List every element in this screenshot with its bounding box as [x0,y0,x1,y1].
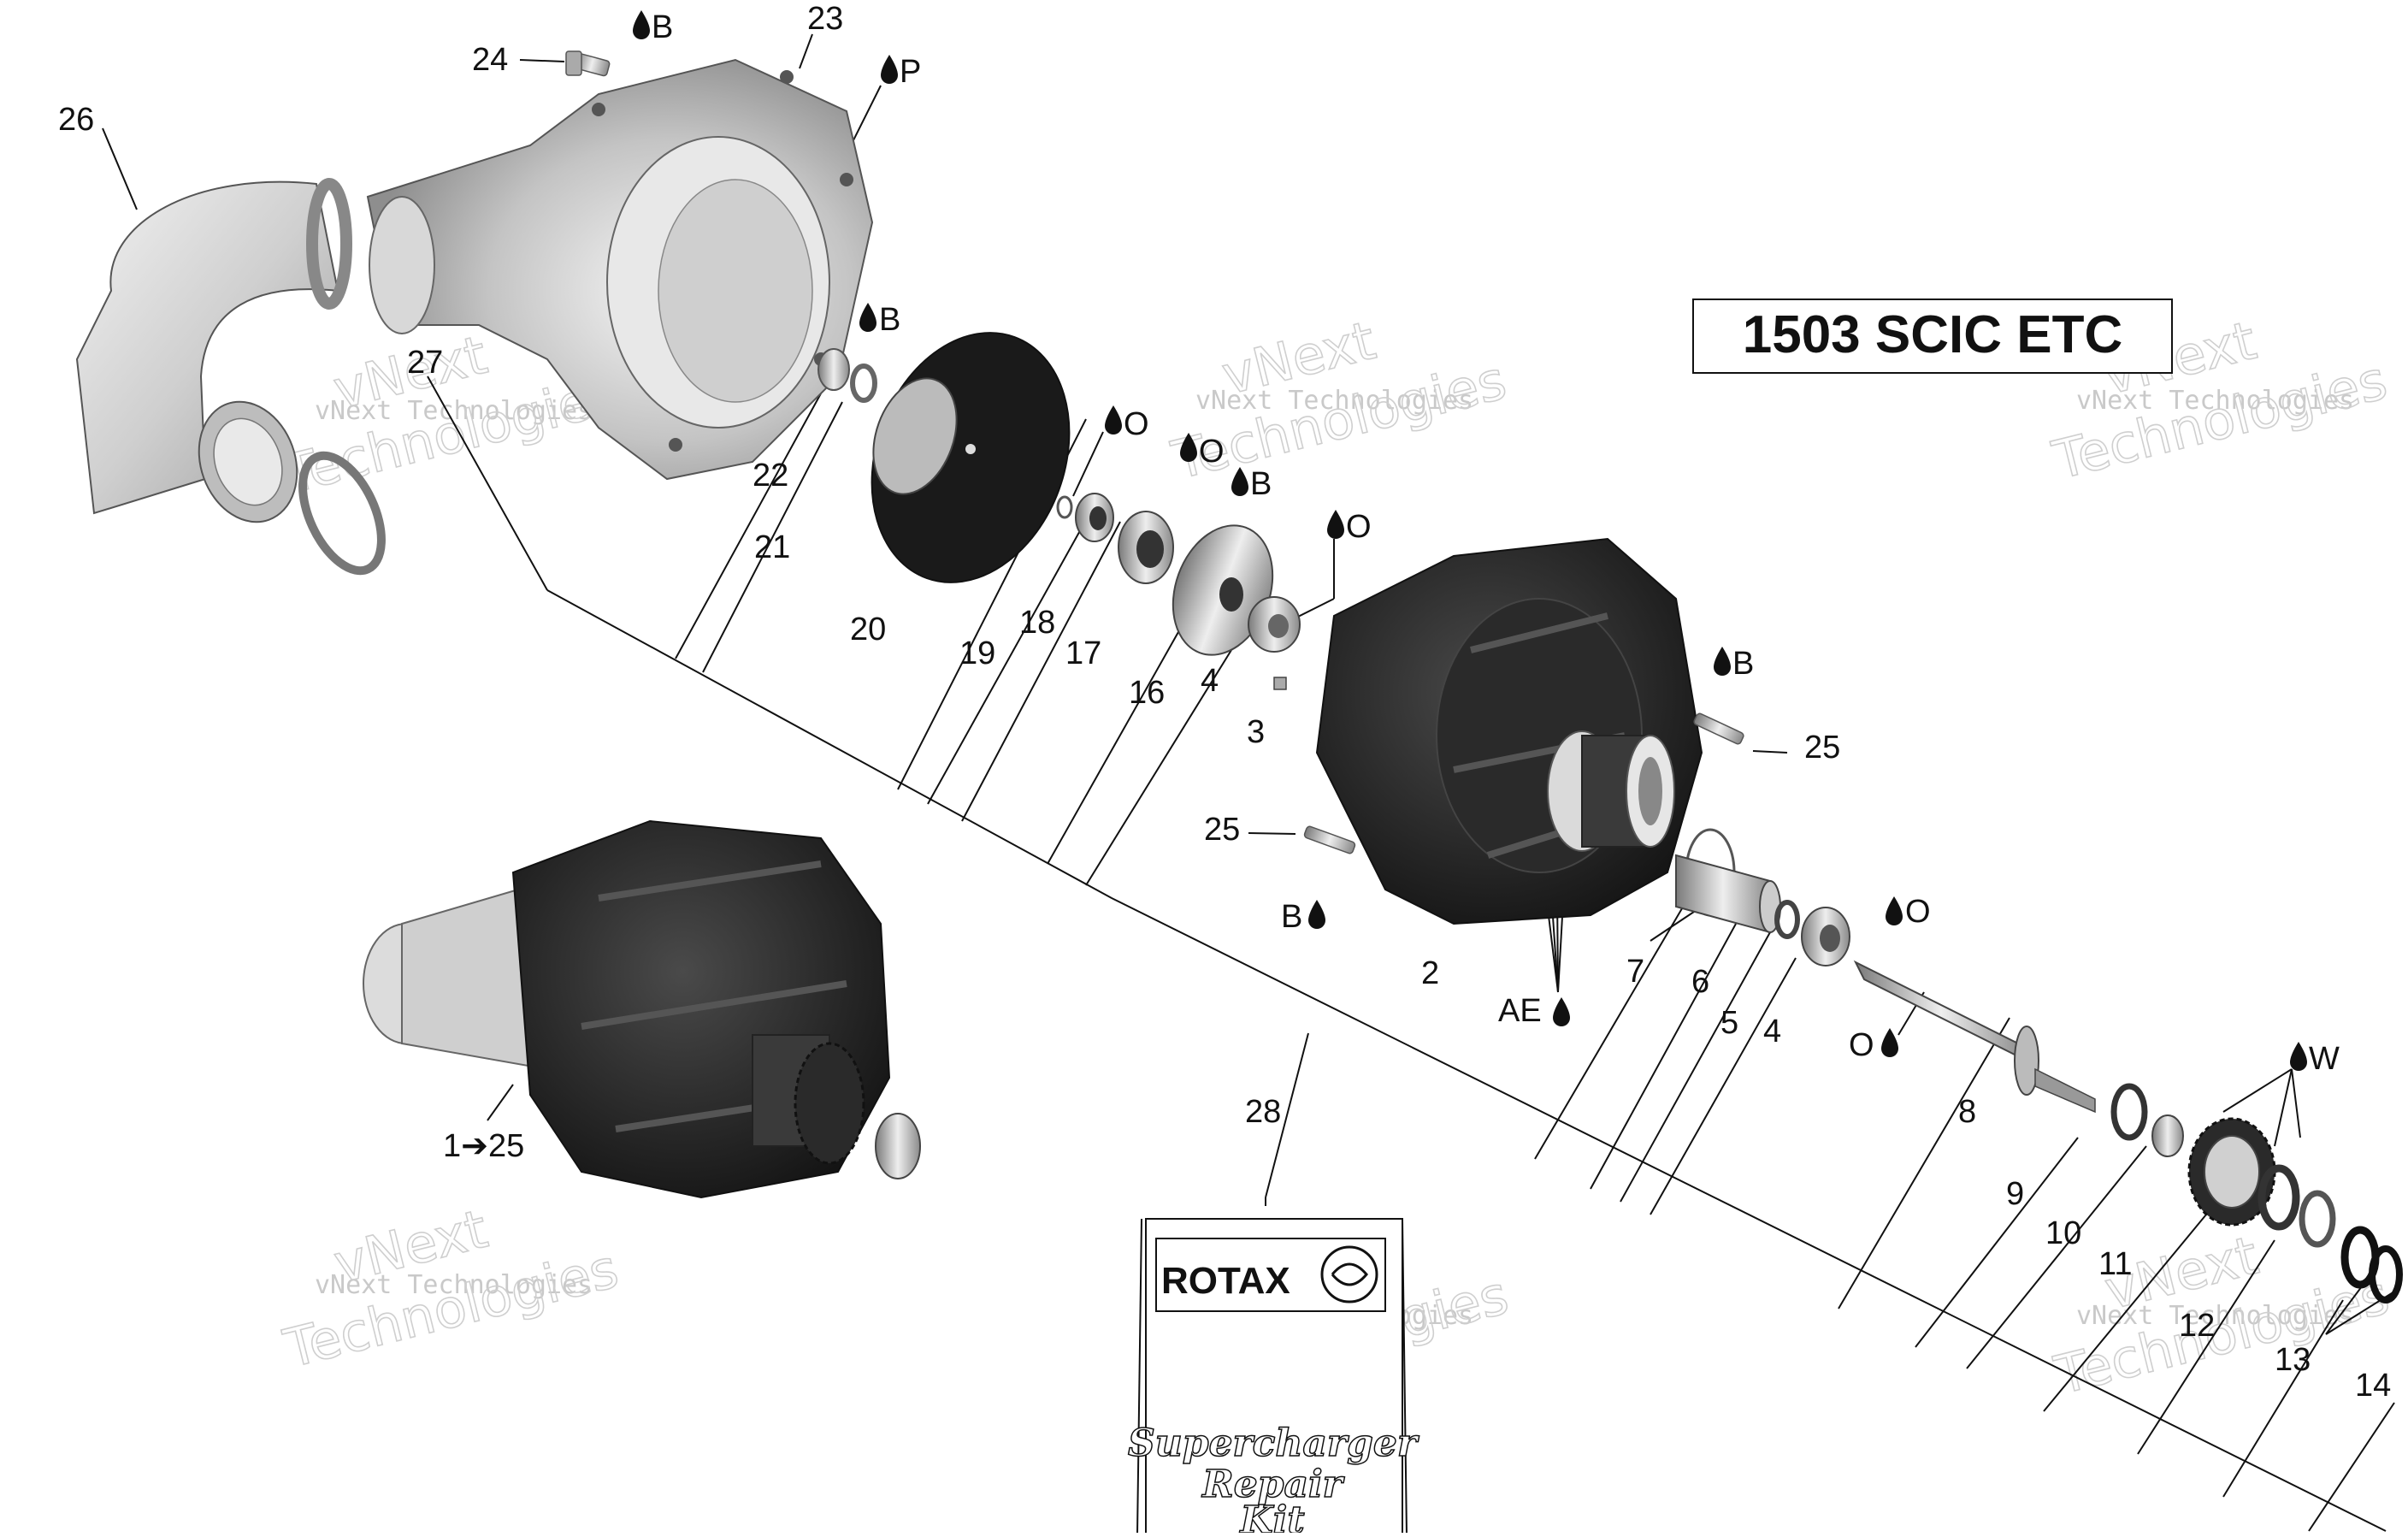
lube-code: B [879,302,900,338]
part-label: 25 [1804,730,1840,766]
part-3-pin [1273,677,1287,690]
model-title-text: 1503 SCIC ETC [1743,305,2123,364]
watermark-text: vNext Technologies [315,1270,593,1300]
lube-code: B [652,9,673,45]
lube-code: O [1905,894,1931,930]
part-25-bolt [1693,712,1744,745]
part-number-labels: 1➔25 2 3 4 4 5 6 7 8 9 10 11 12 13 14 16… [58,1,2391,1404]
watermark-text: vNext Technologies [2076,386,2354,416]
part-4-bearing [1248,596,1301,653]
part-label: 14 [2355,1368,2391,1404]
part-label: 19 [959,635,995,671]
part-label: 28 [1245,1094,1281,1130]
lube-code: O [1124,406,1149,442]
part-label: 25 [1204,812,1240,848]
part-label: 12 [2179,1308,2215,1344]
brand-logo-icon [1320,1245,1378,1303]
lube-code: P [900,54,921,90]
part-22-bearing [817,348,850,391]
lube-code: B [1281,899,1302,935]
part-label: 10 [2045,1215,2081,1251]
lube-code: B [1732,646,1754,682]
part-label: 24 [472,42,508,78]
part-label: 18 [1019,605,1055,641]
lube-code: O [1849,1027,1874,1063]
part-5-washer [1774,900,1800,939]
lube-code: AE [1498,993,1542,1029]
part-6-sleeve [1675,854,1781,934]
kit-line: Supercharger [1128,1422,1419,1465]
part-20-impeller [871,332,1071,583]
part-label: 17 [1065,635,1101,671]
part-18-spacer [1075,493,1114,542]
part-24-bolt [565,50,611,77]
part-label: 1➔25 [443,1128,524,1164]
part-label: 8 [1958,1094,1976,1130]
part-23-supercharger-cover [366,58,874,481]
part-17-bearing [1118,511,1174,584]
part-label: 13 [2275,1342,2311,1378]
part-10-sleeve [2151,1114,2184,1157]
part-label: 3 [1247,714,1265,750]
oil-drop-icon [633,10,2307,1071]
kit-line: Repair [1201,1463,1345,1506]
leader-lines [102,33,2395,1532]
part-19-o-ring [1056,495,1073,519]
part-label: 27 [407,345,443,381]
lube-code: W [2309,1041,2340,1077]
part-9-ring [2110,1083,2148,1141]
kit-line: Kit [1238,1499,1304,1533]
part-26-elbow-hose [75,178,386,576]
lube-code: O [1199,434,1225,470]
watermark-text: vNext Technologies [315,396,593,426]
part-11-gear [2187,1117,2276,1227]
lube-code: O [1346,509,1372,545]
watermark-text: vNext Technologies [1195,386,1473,416]
part-12-washer [2258,1164,2336,1248]
part-label: 7 [1626,954,1644,990]
part-label: 2 [1421,955,1439,991]
part-label: 26 [58,102,94,138]
part-25-bolt [1303,825,1356,854]
part-label: 23 [807,1,843,37]
part-28-repair-kit: ROTAX Supercharger Repair Kit [1127,1218,1420,1537]
part-label: 20 [850,612,886,647]
lubricant-callouts: B P B O O B O B B O AE O W [633,9,2340,1077]
part-21-washer [850,364,877,403]
part-label: 4 [1763,1014,1781,1049]
kit-brand: ROTAX [1161,1260,1290,1302]
part-label: 4 [1201,663,1219,699]
lube-code: B [1250,466,1272,502]
assembly-1-25 [363,819,921,1199]
part-label: 9 [2006,1176,2024,1212]
part-label: 22 [752,458,788,494]
part-label: 16 [1129,675,1165,711]
model-title: 1503 SCIC ETC [1692,299,2173,374]
part-8-shaft [1853,960,2096,1114]
part-label: 6 [1691,964,1709,1000]
part-label: 21 [754,529,790,565]
part-13-spring-washers [2340,1226,2403,1303]
part-label: 5 [1720,1005,1738,1041]
part-2-supercharger-housing [1315,537,1703,925]
part-label: 11 [2098,1246,2132,1282]
part-4-bearing [1801,907,1850,967]
